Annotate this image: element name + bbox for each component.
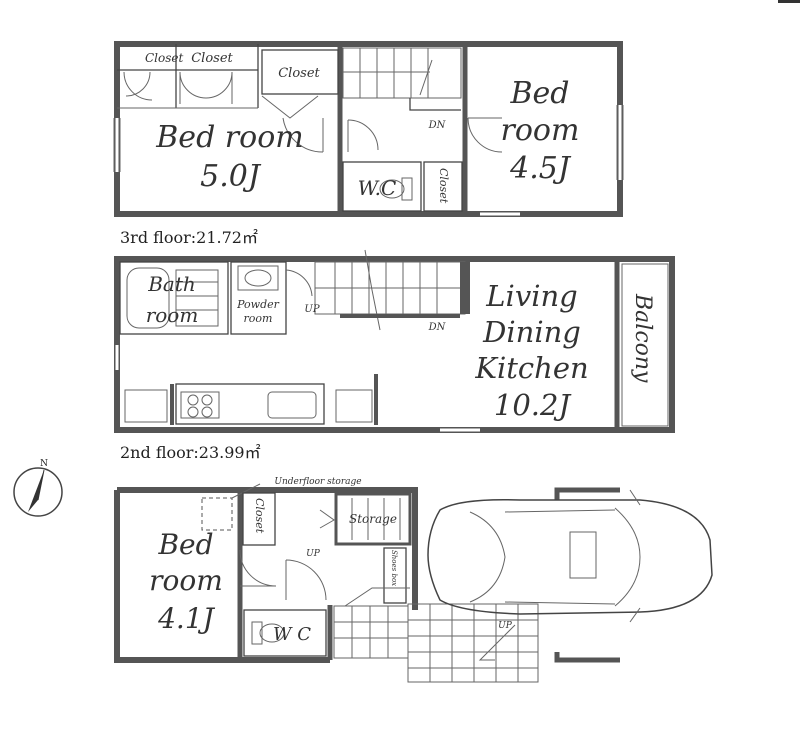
closet-label-2: Closet: [191, 51, 233, 66]
ldk-label-3: Kitchen: [474, 351, 588, 385]
closet-3rd-right: [423, 161, 463, 212]
toilet-icon: [251, 621, 285, 645]
third-floor-caption: 3rd floor:21.72㎡: [120, 228, 258, 247]
storage-label: Storage: [349, 512, 397, 526]
powder-room-label-2: room: [244, 312, 273, 325]
first-floor: Underfloor storage Bed room 4.1J Closet …: [114, 477, 713, 683]
second-floor-outline: [114, 256, 675, 433]
stairs-up-label-2nd: UP: [304, 304, 319, 315]
powder-room-label-1: Powder: [236, 298, 280, 311]
wc-label-1st: W C: [273, 624, 311, 645]
stairs-2nd: [314, 249, 470, 331]
underfloor-storage: [201, 497, 233, 531]
bedroom-5j-size: 5.0J: [200, 159, 262, 194]
ldk-label-2: Dining: [482, 315, 581, 349]
bedroom-41j-size: 4.1J: [157, 602, 216, 635]
stairs-up-label-1st: UP: [306, 549, 321, 559]
entry-steps: [407, 603, 539, 683]
closet-label-1: Closet: [145, 51, 184, 65]
balcony-area: [621, 263, 669, 427]
closet-1st: [242, 492, 276, 546]
balcony-label: Balcony: [630, 293, 655, 383]
underfloor-storage-label: Underfloor storage: [274, 477, 361, 487]
compass-icon: N: [13, 459, 63, 517]
bedroom-41j-label-2: room: [149, 564, 223, 597]
bedroom-45j-label-2: room: [501, 113, 580, 148]
second-floor-caption: 2nd floor:23.99㎡: [120, 443, 261, 462]
stairs-3rd: [342, 47, 462, 111]
toilet-icon: [379, 177, 413, 201]
closet-3rd-center: [261, 49, 339, 95]
kitchen-counter: [124, 374, 378, 425]
ldk-size: 10.2J: [494, 388, 572, 422]
closet-label-4: Closet: [437, 168, 450, 204]
third-floor: Closet Closet Closet Bed room 5.0J Bed r…: [113, 41, 624, 247]
wc-3rd: [342, 161, 422, 212]
bathroom-label-2: room: [146, 303, 199, 327]
closet-label-1st: Closet: [253, 498, 266, 534]
bedroom-41j-label-1: Bed: [157, 528, 213, 561]
stove-icon: [180, 391, 220, 419]
bathroom-label-1: Bath: [147, 272, 196, 296]
bedroom-5j-label: Bed room: [155, 120, 303, 155]
bathroom-2nd: [119, 261, 229, 335]
car-icon: [427, 489, 713, 623]
stairs-dn-label-3rd: DN: [428, 120, 447, 131]
corner-mark: [778, 0, 800, 3]
stairs-1st: [333, 587, 410, 659]
wc-label-3rd: W.C: [358, 176, 397, 200]
ldk-label-1: Living: [485, 279, 577, 313]
second-floor: Bath room Powder room UP DN Living Dinin…: [114, 249, 675, 462]
stairs-dn-label-2nd: DN: [428, 322, 447, 333]
powder-room: [230, 261, 287, 335]
compass-north-label: N: [40, 459, 48, 469]
entry-up-label: UP: [498, 621, 513, 631]
sink-icon: [267, 391, 317, 419]
bedroom-45j-label-1: Bed: [509, 76, 569, 111]
bedroom-45j-size: 4.5J: [509, 151, 572, 186]
first-floor-outline: [117, 487, 418, 610]
bathtub-icon: [126, 267, 219, 329]
closet-label-3: Closet: [278, 66, 320, 81]
wc-1st: [243, 609, 327, 657]
shoes-box-label: Shoes box: [390, 550, 398, 586]
shoes-box: [383, 547, 407, 604]
